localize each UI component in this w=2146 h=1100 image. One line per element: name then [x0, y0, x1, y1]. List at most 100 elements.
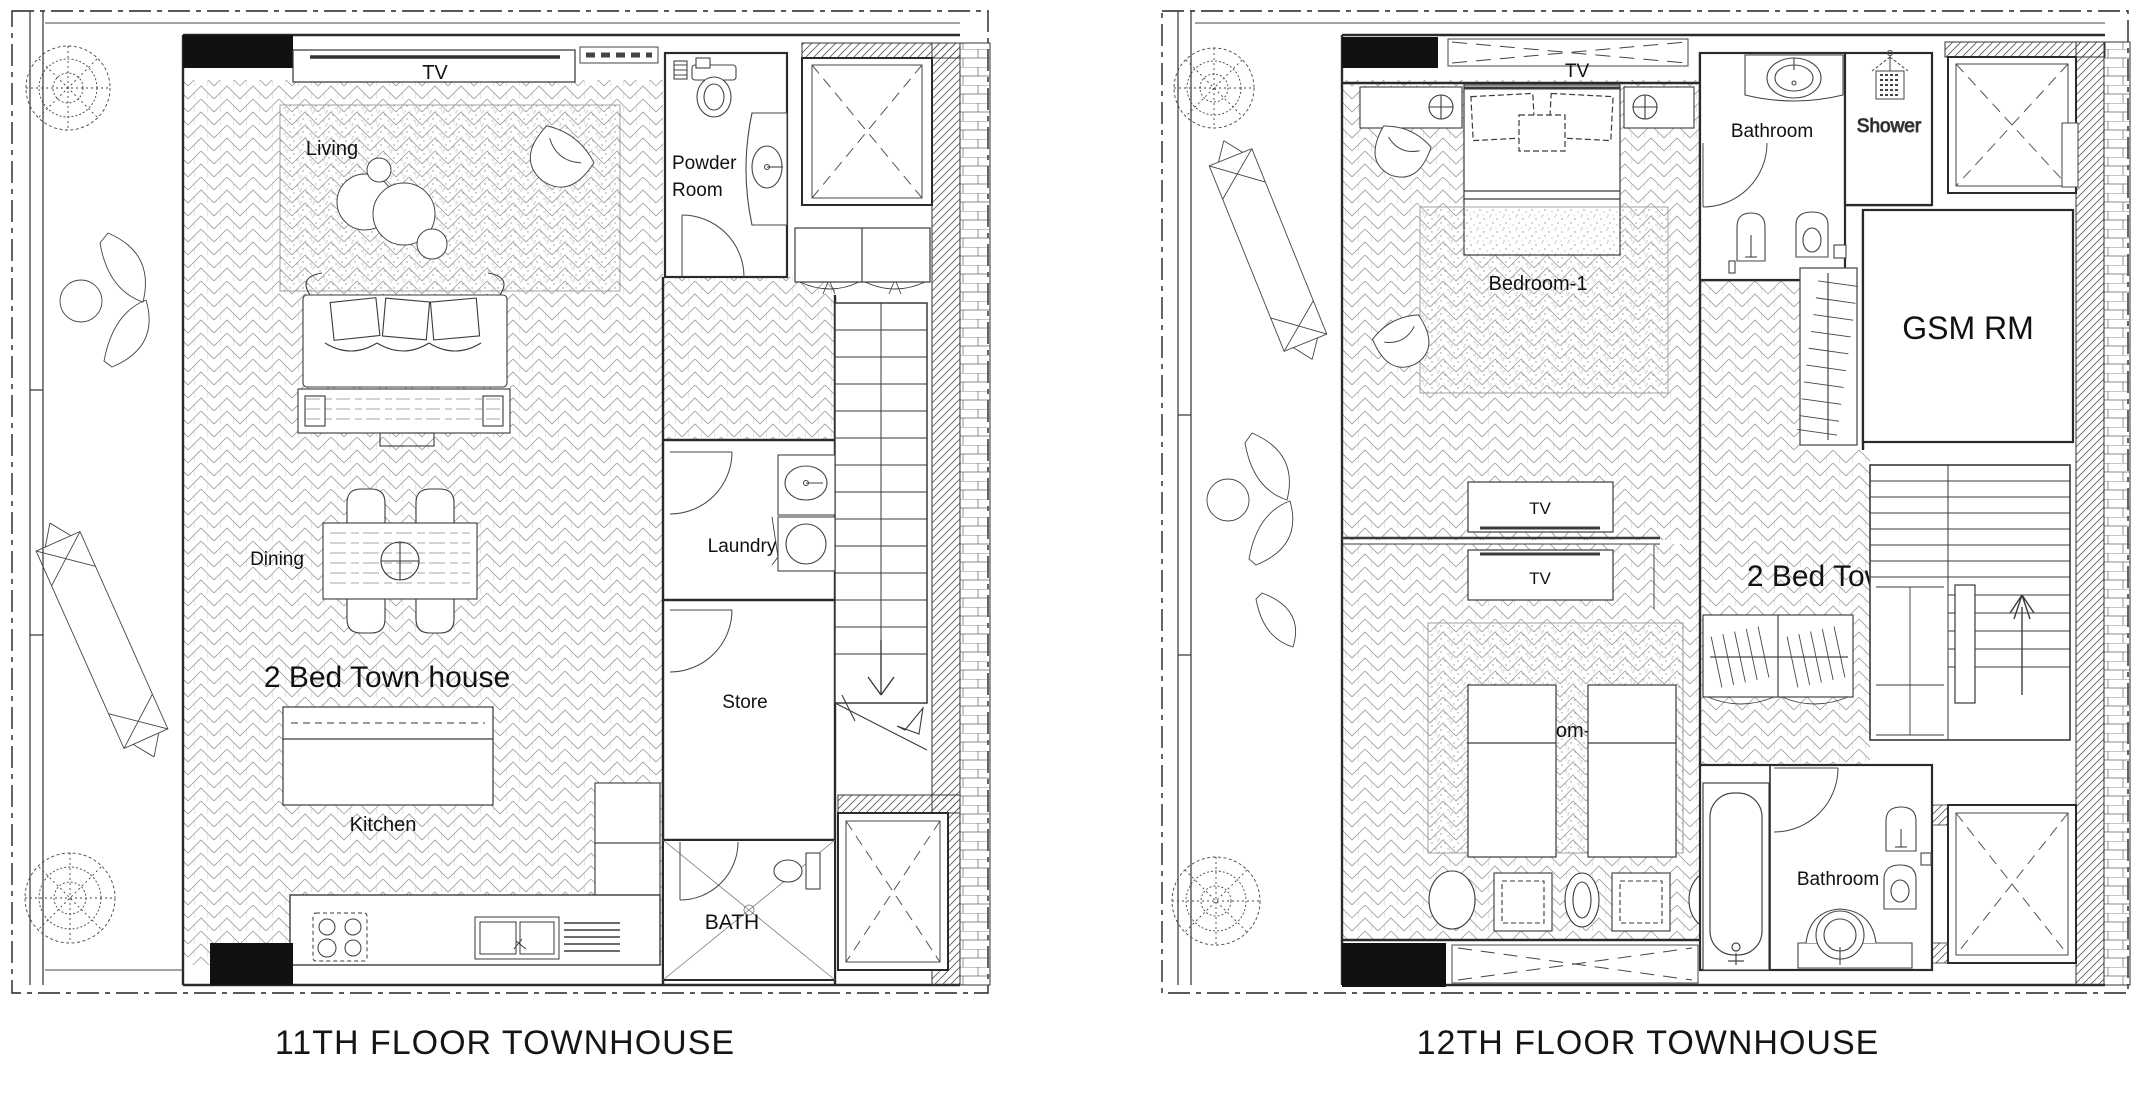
stair-arrow-down	[867, 640, 895, 696]
door-arc	[1702, 142, 1768, 208]
sink-icon	[1797, 908, 1913, 969]
door-arc	[669, 609, 733, 673]
stair-arrow-up	[2009, 594, 2035, 695]
armchair	[1374, 125, 1432, 178]
parquet-floor-hall	[663, 277, 835, 440]
powder-room: Powder Room	[663, 51, 789, 279]
exterior-wall-left	[29, 11, 44, 985]
elevator-shaft	[1944, 41, 2106, 194]
column-black	[1342, 37, 1438, 68]
parquet-hall-upper	[1700, 280, 1800, 450]
armchair	[1372, 314, 1430, 368]
toilet-icon	[1795, 211, 1847, 259]
door-arc	[1653, 545, 1655, 609]
column-black	[1342, 943, 1446, 987]
coffee-tables	[336, 157, 448, 260]
column-black	[183, 35, 293, 68]
toilet-icon	[673, 57, 737, 118]
toilet-icon	[1883, 852, 1932, 910]
door-arc	[1773, 767, 1839, 833]
powder-label-1: Powder	[672, 153, 737, 174]
shower-label: Shower	[1857, 116, 1922, 137]
wardrobe-hangers	[1797, 267, 1858, 446]
parquet-hall-right	[1700, 450, 1870, 765]
bidet-icon	[1728, 212, 1766, 274]
tv-console	[292, 49, 576, 83]
closet	[794, 227, 931, 295]
bathroom-bottom: Bathroom	[1698, 763, 1934, 972]
door-arc	[679, 841, 739, 901]
bath-room: BATH	[662, 839, 836, 981]
door-arc	[681, 214, 745, 278]
ac-grille-icon	[579, 46, 659, 64]
bathtub-icon	[1702, 782, 1770, 971]
powder-label-2: Room	[672, 180, 723, 201]
tree-icon	[25, 45, 111, 131]
stairs	[834, 302, 928, 751]
bathroom-bottom-label: Bathroom	[1797, 869, 1879, 890]
store-label: Store	[722, 692, 767, 713]
tree-icon	[24, 852, 116, 944]
bedroom1-rug	[1419, 206, 1669, 394]
vanity-sink-icon	[745, 112, 788, 226]
laundry-label: Laundry	[708, 536, 777, 557]
door-arc	[669, 451, 733, 515]
wardrobe-bottom	[1451, 944, 1699, 984]
title-11th-floor: 11TH FLOOR TOWNHOUSE	[274, 1024, 736, 1062]
lounge-chair-icon	[1208, 140, 1328, 360]
wardrobe-top	[1447, 38, 1689, 67]
sink-icon	[474, 916, 620, 960]
dining-set	[322, 488, 478, 634]
sink-icon	[1744, 54, 1844, 102]
tv-partition	[1342, 481, 1660, 601]
elevator-shaft	[837, 794, 961, 971]
kitchen-label: Kitchen	[350, 814, 417, 836]
bathroom-top-label: Bathroom	[1731, 121, 1813, 142]
living-rug	[279, 104, 621, 292]
store-room: Store	[669, 609, 768, 713]
column-black	[210, 943, 293, 985]
exterior-wall-left	[1177, 11, 1192, 985]
toilet-icon	[773, 852, 821, 890]
title-12th-floor: 12TH FLOOR TOWNHOUSE	[1416, 1024, 1880, 1062]
kitchen-island	[282, 706, 494, 806]
console-table	[297, 388, 511, 447]
exterior-brick-wall	[2103, 41, 2131, 986]
bathroom-top: Bathroom	[1698, 51, 1934, 282]
tv-top-label: TV	[1565, 61, 1590, 82]
bath-label: BATH	[705, 911, 759, 934]
plan-12th-floor: TV Bedroom-1	[1161, 10, 2131, 994]
lounge-chair-icon	[35, 522, 169, 758]
laundry-room: Laundry	[669, 451, 836, 572]
bedroom1-label: Bedroom-1	[1489, 273, 1588, 295]
twin-beds	[1467, 684, 1677, 858]
sofa	[302, 272, 508, 388]
stove-icon	[312, 912, 368, 962]
stairs	[1869, 464, 2071, 741]
gsm-label: GSM RM	[1902, 310, 2034, 346]
living-label: Living	[306, 138, 358, 160]
elevator-shaft	[801, 42, 961, 206]
wardrobe-hangers	[1702, 614, 1854, 705]
plant-icon	[59, 232, 150, 368]
laundry-sink-icon	[777, 454, 836, 516]
balcony-left	[24, 45, 169, 944]
shower-head-icon	[1871, 50, 1909, 100]
dining-label: Dining	[250, 549, 304, 570]
plan-11th-floor: TV Living Dining	[11, 10, 991, 994]
gsm-room: GSM RM	[1861, 208, 2075, 444]
property-line	[11, 10, 989, 994]
tree-icon	[1173, 47, 1255, 129]
tv-label: TV	[422, 62, 448, 84]
plant-icon	[1206, 432, 1297, 648]
tv-mid-lower-label: TV	[1529, 569, 1551, 588]
service-wall-hatch	[2075, 41, 2105, 986]
balcony-left	[1171, 47, 1328, 946]
shower-room: Shower	[1856, 50, 1922, 138]
tree-icon	[1171, 856, 1261, 946]
washer-icon	[771, 516, 836, 572]
exterior-brick-wall	[959, 42, 991, 986]
bedroom1-furniture	[1359, 86, 1695, 129]
elevator-shaft	[1931, 804, 2077, 964]
